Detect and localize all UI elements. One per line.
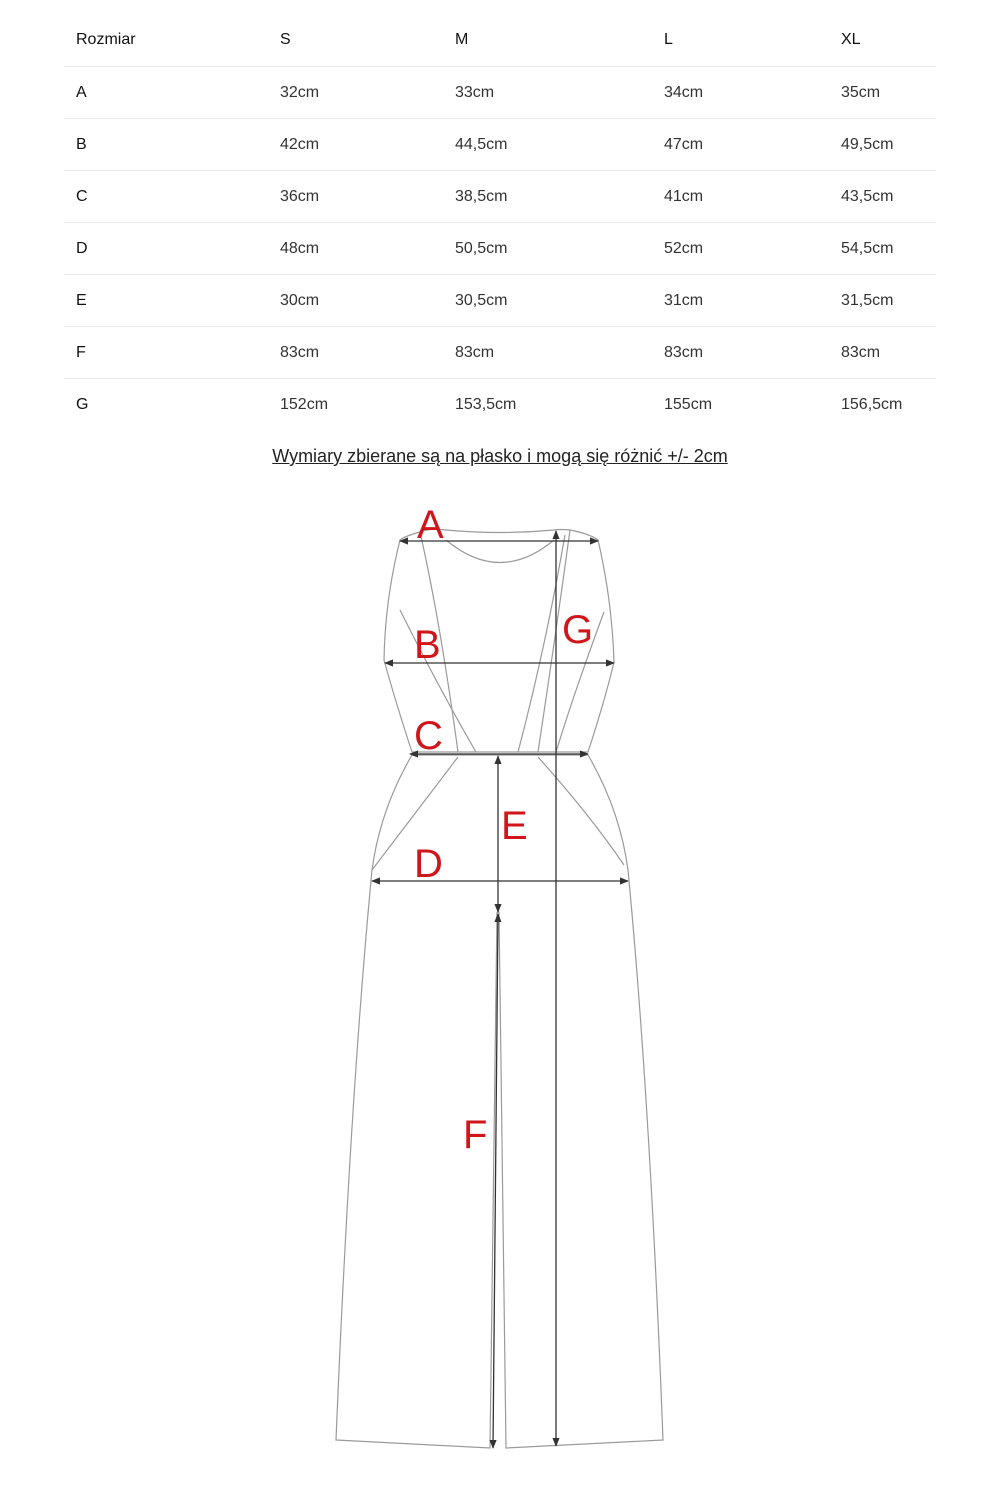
row-label: B: [64, 118, 268, 171]
row-label: E: [64, 274, 268, 327]
cell-value: 36cm: [268, 170, 443, 223]
arrow-f: [489, 913, 502, 1449]
cell-value: 155cm: [664, 395, 713, 413]
header-m: M: [443, 14, 652, 67]
cell-value: 33cm: [443, 66, 652, 119]
size-table: Rozmiar S M L XL A 32cm 33cm 34cm 35cm B…: [64, 14, 936, 430]
row-label: C: [64, 170, 268, 223]
table-row: D 48cm 50,5cm 52cm 54,5cm: [64, 222, 936, 275]
row-label: G: [76, 395, 89, 413]
cell-value: 43,5cm: [829, 170, 936, 223]
cell-value: 52cm: [652, 222, 829, 275]
measurement-labels: A B C D E F G: [414, 503, 593, 1157]
label-a: A: [417, 503, 444, 547]
cell-value: 83cm: [829, 326, 936, 379]
label-b: B: [414, 623, 441, 667]
jumpsuit-diagram: A B C D E F G: [335, 503, 664, 1449]
cell-value: 44,5cm: [443, 118, 652, 171]
table-row: A 32cm 33cm 34cm 35cm: [64, 66, 936, 119]
row-label: D: [64, 222, 268, 275]
cell-value: 30,5cm: [443, 274, 652, 327]
label-d: D: [414, 842, 443, 886]
cell-value: 83cm: [652, 326, 829, 379]
measurement-note-text: Wymiary zbierane są na płasko i mogą się…: [272, 446, 728, 466]
cell-value: 83cm: [443, 326, 652, 379]
row-label: A: [64, 66, 268, 119]
cell-value: 31,5cm: [829, 274, 936, 327]
table-row: F 83cm 83cm 83cm 83cm: [64, 326, 936, 379]
header-l: L: [652, 14, 829, 67]
cell-value: 35cm: [829, 66, 936, 119]
cell-value: 42cm: [268, 118, 443, 171]
cell-value: 31cm: [652, 274, 829, 327]
table-row: E 30cm 30,5cm 31cm 31,5cm: [64, 274, 936, 327]
label-f: F: [463, 1113, 487, 1157]
measurement-note: Wymiary zbierane są na płasko i mogą się…: [0, 446, 1000, 467]
cell-value: 38,5cm: [443, 170, 652, 223]
table-header-row: Rozmiar S M L XL: [64, 14, 936, 67]
header-size: Rozmiar: [64, 14, 268, 67]
cell-value: 153,5cm: [455, 395, 517, 413]
header-s: S: [268, 14, 443, 67]
row-label: F: [64, 326, 268, 379]
table-row: G 152cm 153,5cm 155cm 156,5cm: [64, 379, 936, 431]
cell-value: 49,5cm: [829, 118, 936, 171]
cell-value: 48cm: [268, 222, 443, 275]
table-row: C 36cm 38,5cm 41cm 43,5cm: [64, 170, 936, 223]
header-xl: XL: [829, 14, 936, 67]
cell-value: 34cm: [652, 66, 829, 119]
cell-value: 83cm: [268, 326, 443, 379]
cell-value: 152cm: [280, 395, 329, 413]
cell-value: 30cm: [268, 274, 443, 327]
table-row: B 42cm 44,5cm 47cm 49,5cm: [64, 118, 936, 171]
garment-outline: [335, 528, 664, 1449]
cell-value: 47cm: [652, 118, 829, 171]
measurement-arrows: [371, 530, 629, 1449]
cell-value: 156,5cm: [841, 395, 903, 413]
label-g: G: [562, 608, 593, 652]
label-e: E: [501, 804, 528, 848]
label-c: C: [414, 714, 443, 758]
cell-value: 54,5cm: [829, 222, 936, 275]
cell-value: 50,5cm: [443, 222, 652, 275]
cell-value: 32cm: [268, 66, 443, 119]
cell-value: 41cm: [652, 170, 829, 223]
